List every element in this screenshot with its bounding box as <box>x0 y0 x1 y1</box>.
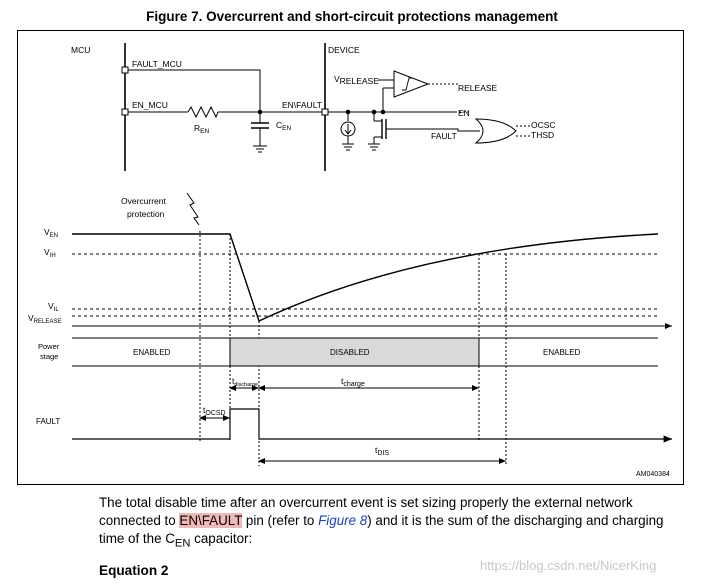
power-stage-label-line1: Power <box>38 342 60 351</box>
figure-code: AM040384 <box>636 471 670 478</box>
schematic-and-timing-diagram: MCU DEVICE FAULT_MCU EN_MCU REN CEN EN\F… <box>28 43 672 478</box>
en-fault-pin <box>321 108 329 116</box>
equation-heading: Equation 2 <box>99 563 169 578</box>
schematic <box>121 43 531 171</box>
timing-diagram <box>72 192 672 466</box>
fault-mcu-label: FAULT_MCU <box>132 59 182 69</box>
fault-signal-label: FAULT <box>431 131 457 141</box>
figure-8-link[interactable]: Figure 8 <box>318 513 368 528</box>
lightning-icon <box>186 192 200 226</box>
fault-waveform <box>72 408 672 443</box>
figure-frame: MCU DEVICE FAULT_MCU EN_MCU REN CEN EN\F… <box>17 30 684 485</box>
fault-mcu-wire <box>128 69 261 112</box>
vil-label: VIL <box>48 301 59 313</box>
en-output-label: EN <box>458 108 470 118</box>
ren-label: REN <box>194 123 209 135</box>
tdis-label: tDIS <box>375 445 389 457</box>
vih-label: VIH <box>44 247 56 259</box>
cen-label: CEN <box>276 120 291 132</box>
tcharge-label: tcharge <box>341 376 365 388</box>
enabled-left-label: ENABLED <box>133 348 171 357</box>
figure-title: Figure 7. Overcurrent and short-circuit … <box>146 9 558 24</box>
fault-timing-label: FAULT <box>36 417 60 426</box>
ven-waveform <box>72 233 260 322</box>
enabled-right-label: ENABLED <box>543 348 581 357</box>
resistor-ren <box>187 105 219 119</box>
en-mcu-label: EN_MCU <box>132 100 168 110</box>
en-fault-label: EN\FAULT <box>282 100 322 110</box>
schematic-labels: MCU DEVICE FAULT_MCU EN_MCU REN CEN EN\F… <box>71 45 556 141</box>
ocsc-label: OCSC <box>531 120 556 130</box>
tocsd-label: tOCSD <box>203 405 226 417</box>
en-mcu-pin <box>121 108 129 116</box>
body-paragraph: The total disable time after an overcurr… <box>99 495 664 550</box>
en-fault-highlight: EN\FAULT <box>179 513 243 528</box>
power-stage-label-line2: stage <box>40 352 58 361</box>
device-label: DEVICE <box>328 45 360 55</box>
vrelease-label: VRELEASE <box>334 74 379 86</box>
thsd-label: THSD <box>531 130 554 140</box>
comparator <box>393 70 430 98</box>
or-gate <box>474 118 517 144</box>
mcu-label: MCU <box>71 45 90 55</box>
timing-labels: Overcurrent protection VEN VIH VIL VRELE… <box>28 196 670 478</box>
release-output-label: RELEASE <box>458 83 498 93</box>
overcurrent-label-line2: protection <box>127 209 165 219</box>
overcurrent-label-line1: Overcurrent <box>121 196 167 206</box>
disabled-label: DISABLED <box>330 348 370 357</box>
tdischarge-label: tdischarge <box>232 376 258 388</box>
ven-label: VEN <box>44 227 58 239</box>
vrelease-timing-label: VRELEASE <box>28 313 61 325</box>
disabled-region <box>229 337 480 367</box>
fault-mcu-pin <box>121 66 129 74</box>
watermark: https://blog.csdn.net/NicerKing <box>480 558 657 573</box>
